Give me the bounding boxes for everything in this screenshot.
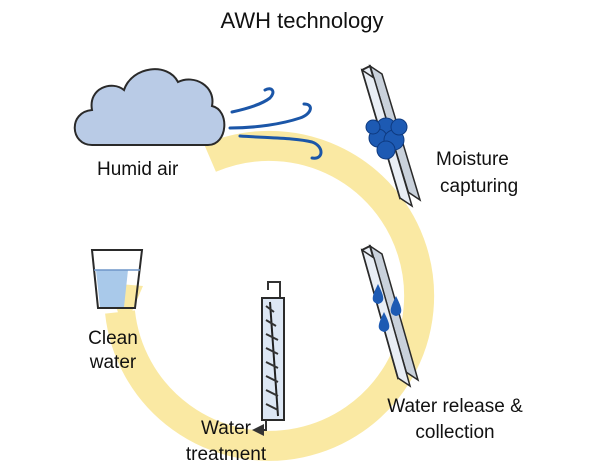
moisture-panel-icon — [360, 64, 422, 208]
label-clean-water-line1: Clean — [88, 328, 138, 349]
water-glass-icon — [90, 249, 144, 309]
wind-icon — [228, 87, 323, 160]
label-water-treatment-line2: treatment — [185, 444, 267, 465]
moisture-blob-icon — [365, 117, 408, 160]
label-water-release-line1: Water release & — [387, 396, 523, 417]
label-clean-water-line2: water — [89, 352, 137, 373]
label-water-release-line2: collection — [415, 422, 495, 443]
water-treatment-filter-icon — [252, 281, 285, 436]
cloud-icon — [73, 68, 226, 146]
water-release-panel-icon — [360, 244, 420, 388]
label-moisture-capturing-line2: capturing — [440, 176, 519, 197]
label-moisture-capturing-line1: Moisture — [436, 149, 509, 170]
label-humid-air: Humid air — [97, 159, 179, 180]
water-drops-icon — [372, 284, 402, 332]
label-water-treatment-line1: Water — [201, 418, 251, 439]
diagram-title: AWH technology — [220, 8, 384, 33]
